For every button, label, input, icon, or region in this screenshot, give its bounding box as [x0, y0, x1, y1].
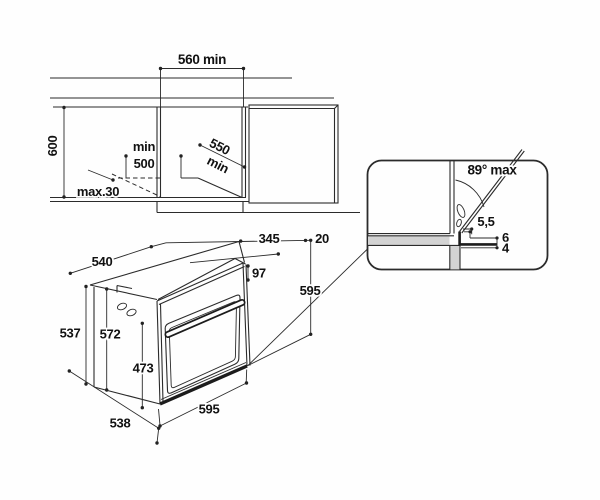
dim-label-572: 572 [100, 327, 121, 342]
counter-section-fill [368, 236, 450, 246]
dim-label-max30: max.30 [77, 184, 119, 199]
plinth-lines [156, 201, 360, 214]
cabinet-edge-lines [449, 160, 455, 234]
door-bottom-edge [159, 364, 248, 406]
dim-label-min: min [133, 139, 156, 154]
dim-niche-depth: 550 min [198, 133, 247, 178]
oven-isometric-view: 540 345 20 97 595 537 572 [58, 229, 331, 445]
oven-front-frame [156, 262, 251, 406]
dim-label-5-5: 5,5 [477, 214, 494, 229]
dim-body-depth: 538 [67, 369, 161, 445]
dim-front-width: 595 [158, 369, 249, 428]
dim-label-538: 538 [110, 416, 131, 431]
vent-hole-2 [126, 308, 137, 317]
dim-label-345: 345 [259, 231, 280, 246]
dim-front-height: 595 [246, 240, 323, 367]
oven-flange-line [458, 231, 497, 246]
open-door-lines [459, 149, 525, 234]
dim-body-height: 537 [58, 284, 88, 386]
cabinet-cross-section: 560 min 600 min 500 550 min [43, 50, 360, 214]
hinge-pin [456, 218, 462, 228]
detail-leader-line [247, 248, 369, 366]
casing-notch [116, 284, 133, 293]
hinge-detail-view: 5,5 6 4 89° max [366, 149, 549, 271]
dim-label-540: 540 [92, 254, 113, 269]
dim-plinth-protrusion: max.30 [75, 169, 162, 201]
dim-label-537: 537 [60, 326, 81, 341]
dim-label-6: 6 [502, 230, 509, 245]
counter-section-lines [368, 233, 461, 270]
vent-hole-1 [116, 302, 128, 311]
dim-panel-height: 97 [189, 252, 280, 282]
dim-offsets: 6 4 [461, 228, 512, 257]
dim-label-500: 500 [134, 156, 155, 171]
dim-side-height: 572 [98, 287, 123, 392]
dim-label-595-width: 595 [199, 402, 220, 417]
niche-floor-edge [197, 177, 243, 199]
dim-label-550-min: min [205, 153, 232, 177]
dim-label-89-max: 89° max [467, 163, 517, 178]
floor-lines [50, 196, 249, 203]
dim-label-560-min: 560 min [178, 52, 226, 67]
dim-label-600: 600 [45, 136, 60, 157]
dim-top-depth: 345 20 [165, 229, 331, 248]
dim-label-595-height: 595 [300, 283, 321, 298]
dim-label-97: 97 [252, 266, 266, 281]
dim-label-20: 20 [315, 231, 329, 246]
oven-casing [89, 240, 246, 405]
panel-section-fill [449, 245, 460, 270]
niche-walls [156, 107, 247, 198]
angle-arc [455, 179, 485, 208]
dim-door-height: 473 [131, 321, 156, 410]
dim-cabinet-height: 600 [43, 105, 66, 199]
dim-clearance: min 500 [124, 137, 198, 179]
dim-label-473: 473 [133, 361, 154, 376]
hinge-shape [456, 204, 466, 218]
dim-label-4: 4 [502, 241, 510, 256]
dim-door-gap: 5,5 [463, 212, 497, 235]
dim-niche-width: 560 min [158, 50, 246, 107]
adjacent-cabinet [248, 104, 339, 204]
oven-handle [164, 299, 246, 338]
dim-body-width: 540 [68, 242, 167, 275]
